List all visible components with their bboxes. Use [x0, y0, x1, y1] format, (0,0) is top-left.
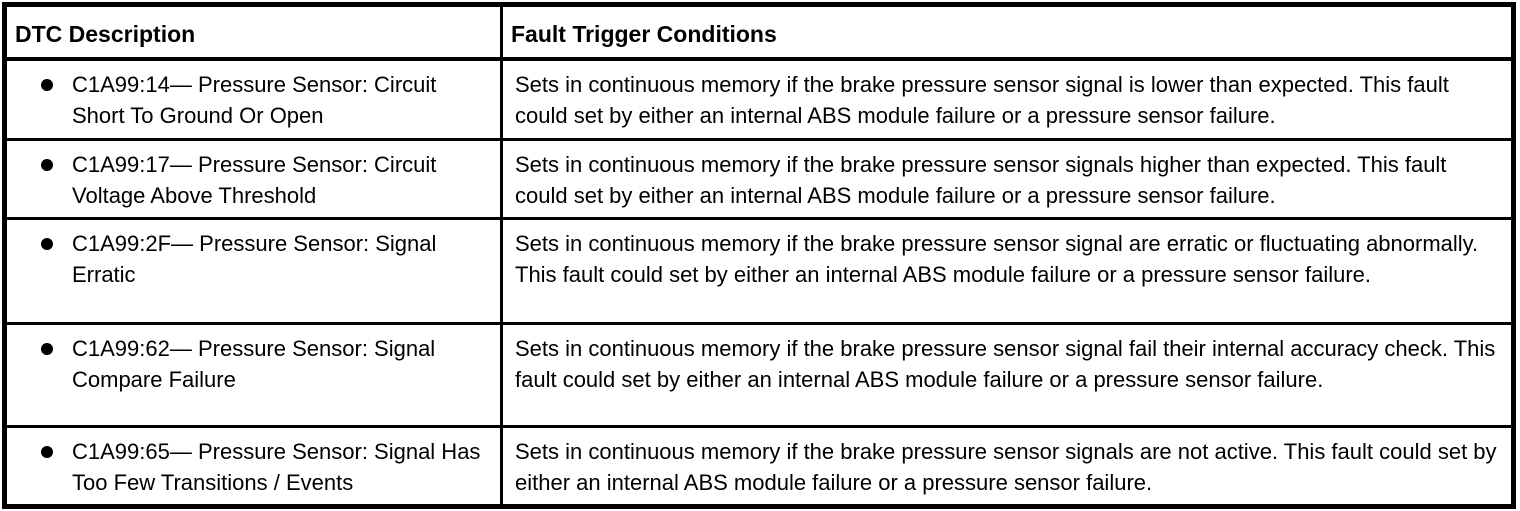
fault-condition-cell: Sets in continuous memory if the brake p…: [500, 137, 1514, 218]
table-row: C1A99:14— Pressure Sensor: Circuit Short…: [4, 57, 1514, 139]
column-header-dtc-description: DTC Description: [4, 4, 502, 61]
bullet-icon: [41, 237, 53, 250]
table-row: C1A99:17— Pressure Sensor: Circuit Volta…: [4, 137, 1514, 218]
dtc-code-text: C1A99:17— Pressure Sensor: Circuit Volta…: [72, 151, 437, 208]
table-header-row: DTC Description Fault Trigger Conditions: [4, 4, 1514, 61]
table-row: C1A99:65— Pressure Sensor: Signal Has To…: [4, 424, 1514, 506]
dtc-code-text: C1A99:2F— Pressure Sensor: Signal Errati…: [72, 230, 437, 287]
dtc-cell: C1A99:65— Pressure Sensor: Signal Has To…: [4, 424, 502, 506]
fault-condition-cell: Sets in continuous memory if the brake p…: [500, 321, 1514, 426]
table-row: C1A99:62— Pressure Sensor: Signal Compar…: [4, 321, 1514, 426]
bullet-icon: [41, 79, 53, 91]
fault-condition-cell: Sets in continuous memory if the brake p…: [500, 57, 1514, 139]
column-header-fault-trigger-conditions: Fault Trigger Conditions: [500, 4, 1514, 61]
dtc-code-text: C1A99:62— Pressure Sensor: Signal Compar…: [72, 335, 436, 392]
dtc-code-text: C1A99:65— Pressure Sensor: Signal Has To…: [72, 438, 481, 495]
dtc-cell: C1A99:62— Pressure Sensor: Signal Compar…: [4, 321, 502, 426]
dtc-cell: C1A99:2F— Pressure Sensor: Signal Errati…: [4, 216, 502, 323]
dtc-cell: C1A99:14— Pressure Sensor: Circuit Short…: [4, 57, 502, 139]
fault-condition-cell: Sets in continuous memory if the brake p…: [500, 424, 1514, 506]
table-row: C1A99:2F— Pressure Sensor: Signal Errati…: [4, 216, 1514, 323]
dtc-cell: C1A99:17— Pressure Sensor: Circuit Volta…: [4, 137, 502, 218]
fault-condition-cell: Sets in continuous memory if the brake p…: [500, 216, 1514, 323]
bullet-icon: [41, 342, 53, 355]
bullet-icon: [41, 445, 53, 458]
dtc-code-text: C1A99:14— Pressure Sensor: Circuit Short…: [72, 72, 437, 128]
bullet-icon: [41, 158, 53, 171]
